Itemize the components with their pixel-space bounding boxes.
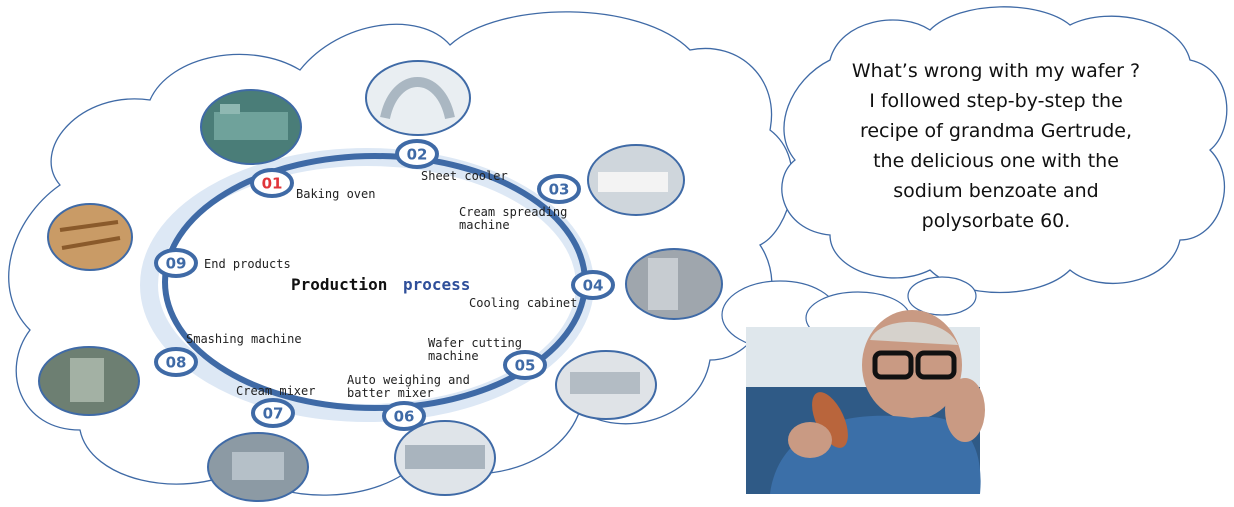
step-num-08: 08 <box>166 354 187 372</box>
step-node-07: 07 <box>251 398 295 428</box>
step-label-01: Baking oven <box>296 187 375 201</box>
thought-line: sodium benzoate and <box>893 180 1099 202</box>
step-num-07: 07 <box>263 405 284 423</box>
thought-line: What’s wrong with my wafer ? <box>851 60 1141 82</box>
step-num-05: 05 <box>515 357 536 375</box>
step-label-line: Wafer cutting <box>428 336 522 350</box>
step-node-06: 06 <box>382 401 426 431</box>
thumb-cream-spreading <box>587 144 685 216</box>
step-num-03: 03 <box>549 181 570 199</box>
step-label-line: Baking oven <box>296 187 375 201</box>
title-part2: process <box>403 275 470 294</box>
step-num-06: 06 <box>394 408 415 426</box>
step-node-08: 08 <box>154 347 198 377</box>
thumb-end-products <box>47 203 133 271</box>
right-cloud <box>781 6 1228 294</box>
step-label-line: Smashing machine <box>186 332 302 346</box>
thought-bubble-text: What’s wrong with my wafer ? I followed … <box>820 56 1172 236</box>
step-label-line: End products <box>204 257 291 271</box>
thought-puff-3 <box>907 276 977 316</box>
step-num-02: 02 <box>407 146 428 164</box>
step-num-09: 09 <box>166 255 187 273</box>
step-node-02: 02 <box>395 139 439 169</box>
thumb-cooling-cabinet <box>625 248 723 320</box>
step-label-08: Smashing machine <box>186 332 302 346</box>
thought-line: recipe of grandma Gertrude, <box>859 120 1133 142</box>
thumb-sheet-cooler <box>365 60 471 136</box>
step-label-line: machine <box>459 218 510 232</box>
person-photo <box>746 310 985 494</box>
step-label-line: machine <box>428 349 479 363</box>
step-node-03: 03 <box>537 174 581 204</box>
thought-line: polysorbate 60. <box>921 210 1071 232</box>
step-label-line: Cooling cabinet <box>469 296 577 310</box>
step-num-01: 01 <box>262 175 283 193</box>
step-node-01: 01 <box>250 168 294 198</box>
step-label-line: Sheet cooler <box>421 169 508 183</box>
diagram-title: Production process <box>291 275 470 294</box>
step-label-line: Cream mixer <box>236 384 315 398</box>
step-node-09: 09 <box>154 248 198 278</box>
title-part1: Production <box>291 275 387 294</box>
step-label-02: Sheet cooler <box>421 169 508 183</box>
thumb-baking-oven <box>200 89 302 165</box>
thumb-auto-weighing <box>394 420 496 496</box>
thought-line: I followed step-by-step the <box>869 90 1123 112</box>
step-label-07: Cream mixer <box>236 384 315 398</box>
thumb-wafer-cutting <box>555 350 657 420</box>
step-labels: Baking oven Sheet cooler Cream spreading… <box>186 169 577 400</box>
step-num-04: 04 <box>583 277 604 295</box>
thumb-cream-mixer <box>207 432 309 502</box>
thumb-smashing-machine <box>38 346 140 416</box>
step-label-04: Cooling cabinet <box>469 296 577 310</box>
step-label-line: Cream spreading <box>459 205 567 219</box>
step-node-04: 04 <box>571 270 615 300</box>
step-thumbnails <box>38 60 723 502</box>
step-label-09: End products <box>204 257 291 271</box>
step-label-line: Auto weighing and <box>347 373 470 387</box>
step-label-line: batter mixer <box>347 386 434 400</box>
step-node-05: 05 <box>503 350 547 380</box>
thought-line: the delicious one with the <box>873 150 1119 172</box>
step-nodes: 01 02 03 04 05 06 07 08 <box>154 139 615 431</box>
